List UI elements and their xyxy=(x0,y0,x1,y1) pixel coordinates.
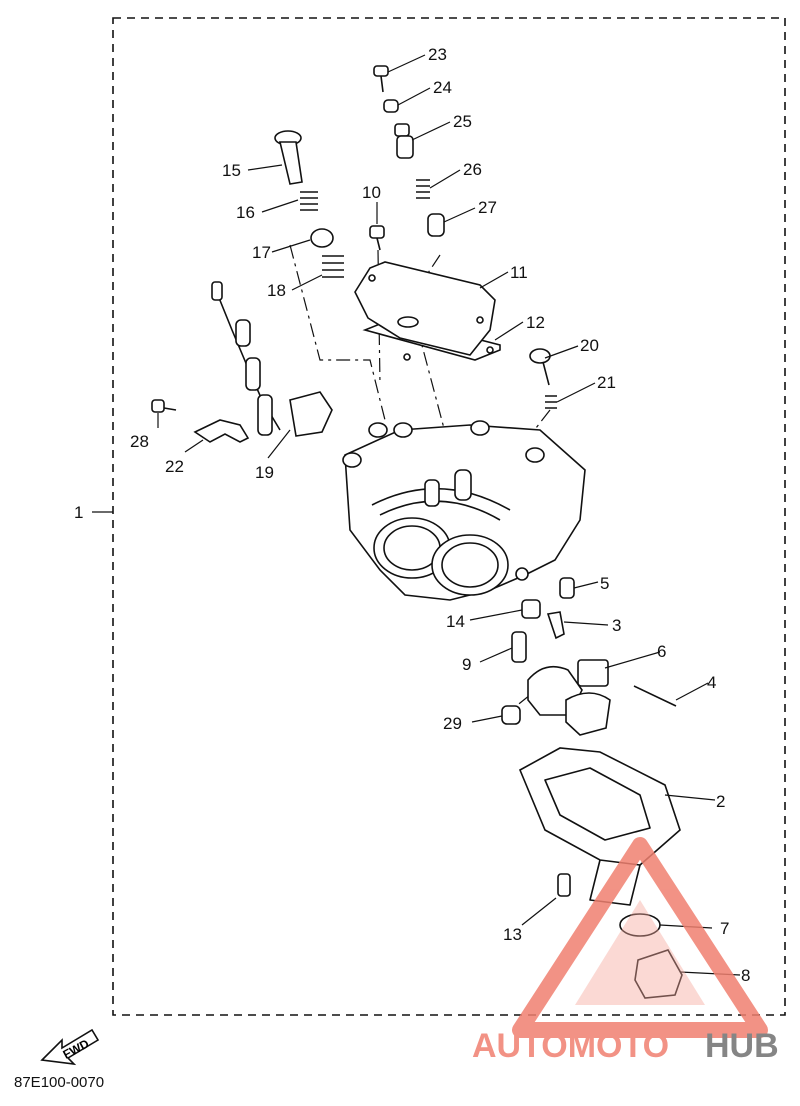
label-28: 28 xyxy=(130,432,149,451)
drawing-code: 87E100-0070 xyxy=(14,1074,105,1091)
leader-lines xyxy=(157,54,741,976)
label-24: 24 xyxy=(433,78,452,97)
label-22: 22 xyxy=(165,457,184,476)
watermark-logo-icon: AUTOMOTO HUB xyxy=(472,837,779,1065)
label-8: 8 xyxy=(741,966,750,985)
label-27: 27 xyxy=(478,198,497,217)
watermark-text-hub: HUB xyxy=(705,1027,779,1065)
label-19: 19 xyxy=(255,463,274,482)
label-26: 26 xyxy=(463,160,482,179)
diaphragm-cover xyxy=(354,261,501,361)
label-7: 7 xyxy=(720,919,729,938)
label-23: 23 xyxy=(428,45,447,64)
label-18: 18 xyxy=(267,281,286,300)
label-3: 3 xyxy=(612,616,621,635)
label-17: 17 xyxy=(252,243,271,262)
label-25: 25 xyxy=(453,112,472,131)
assembly-boundary xyxy=(112,17,786,1016)
carburetor-body xyxy=(342,420,586,601)
label-21: 21 xyxy=(597,373,616,392)
label-29: 29 xyxy=(443,714,462,733)
label-10: 10 xyxy=(362,183,381,202)
label-16: 16 xyxy=(236,203,255,222)
label-5: 5 xyxy=(600,574,609,593)
label-20: 20 xyxy=(580,336,599,355)
label-11: 11 xyxy=(510,263,528,282)
small-parts xyxy=(151,65,683,999)
callout-labels: 23 24 25 26 27 10 11 12 20 21 15 16 17 1… xyxy=(130,45,750,985)
label-4: 4 xyxy=(707,673,716,692)
label-15: 15 xyxy=(222,161,241,180)
label-2: 2 xyxy=(716,792,725,811)
label-9: 9 xyxy=(462,655,471,674)
label-13: 13 xyxy=(503,925,522,944)
label-1: 1 xyxy=(74,503,83,522)
label-12: 12 xyxy=(526,313,545,332)
label-14: 14 xyxy=(446,612,465,631)
label-6: 6 xyxy=(657,642,666,661)
fwd-arrow-icon: FWD xyxy=(40,1028,100,1066)
watermark-text-auto: AUTOMOTO xyxy=(472,1027,669,1065)
